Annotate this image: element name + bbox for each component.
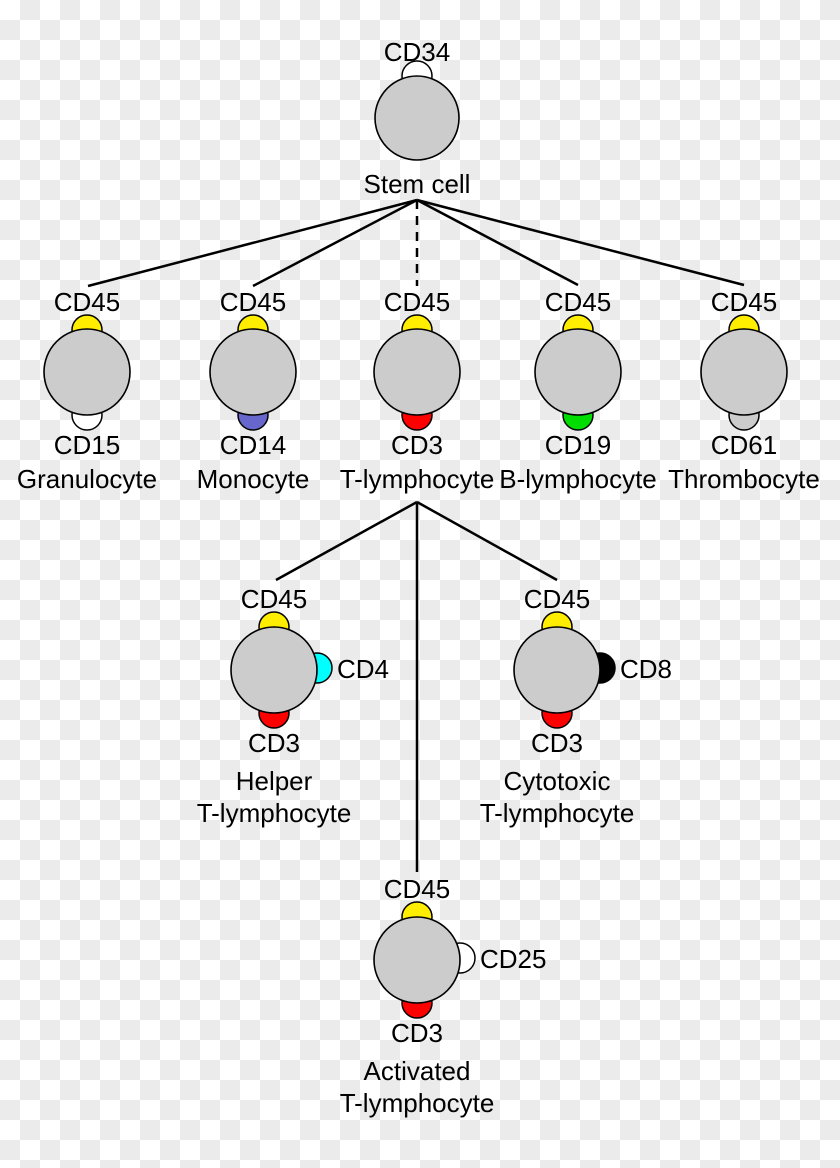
edges-level2 — [275, 500, 558, 872]
edge-stem-to-b-lymphocyte — [416, 198, 579, 287]
cytotoxic-t-lymphocyte-node: CD45 CD8 CD3 Cytotoxic T-lymphocyte — [480, 584, 672, 828]
t-lymphocyte-label: T-lymphocyte — [340, 464, 495, 494]
stem-cell-body — [374, 75, 460, 161]
cd15-label: CD15 — [54, 430, 120, 460]
cd3-label: CD3 — [391, 1018, 443, 1048]
helper-t-label-line2: T-lymphocyte — [197, 798, 352, 828]
helper-t-label-line1: Helper — [236, 766, 313, 796]
cd45-label: CD45 — [524, 584, 590, 614]
cytotoxic-t-body — [513, 626, 601, 714]
cd3-label: CD3 — [531, 728, 583, 758]
cd61-label: CD61 — [711, 430, 777, 460]
granulocyte-label: Granulocyte — [17, 464, 157, 494]
monocyte-node: CD45 CD14 Monocyte — [197, 287, 310, 494]
helper-t-body — [230, 626, 318, 714]
edges-level1 — [87, 198, 745, 288]
cytotoxic-t-label-line2: T-lymphocyte — [480, 798, 635, 828]
activated-t-body — [373, 916, 461, 1004]
b-lymphocyte-body — [534, 328, 622, 416]
cd45-label: CD45 — [241, 584, 307, 614]
cd14-label: CD14 — [220, 430, 286, 460]
cd45-label: CD45 — [220, 287, 286, 317]
stem-cell-label: Stem cell — [364, 169, 471, 199]
thrombocyte-node: CD45 CD61 Thrombocyte — [668, 287, 820, 494]
granulocyte-node: CD45 CD15 Granulocyte — [17, 287, 157, 494]
cd25-label: CD25 — [480, 944, 546, 974]
cd45-label: CD45 — [711, 287, 777, 317]
cd45-label: CD45 — [384, 287, 450, 317]
cd3-label: CD3 — [248, 728, 300, 758]
edge-stem-to-granulocyte — [87, 198, 418, 288]
stem-cell-node: CD34 Stem cell — [364, 37, 471, 199]
b-lymphocyte-node: CD45 CD19 B-lymphocyte — [499, 287, 657, 494]
b-lymphocyte-label: B-lymphocyte — [499, 464, 657, 494]
granulocyte-body — [43, 328, 131, 416]
cd3-label: CD3 — [391, 430, 443, 460]
cd45-label: CD45 — [545, 287, 611, 317]
cd4-label: CD4 — [337, 654, 389, 684]
t-lymphocyte-body — [373, 328, 461, 416]
cd8-label: CD8 — [620, 654, 672, 684]
thrombocyte-label: Thrombocyte — [668, 464, 820, 494]
cd19-label: CD19 — [545, 430, 611, 460]
t-lymphocyte-node: CD45 CD3 T-lymphocyte — [340, 287, 495, 494]
thrombocyte-body — [700, 328, 788, 416]
monocyte-body — [209, 328, 297, 416]
monocyte-label: Monocyte — [197, 464, 310, 494]
edge-stem-to-thrombocyte — [416, 198, 745, 287]
edge-t-to-helper — [275, 500, 418, 582]
edge-t-to-cytotoxic — [416, 500, 558, 582]
helper-t-lymphocyte-node: CD45 CD4 CD3 Helper T-lymphocyte — [197, 584, 389, 828]
activated-t-lymphocyte-node: CD45 CD25 CD3 Activated T-lymphocyte — [340, 874, 547, 1118]
activated-t-label-line2: T-lymphocyte — [340, 1088, 495, 1118]
cd45-label: CD45 — [384, 874, 450, 904]
cytotoxic-t-label-line1: Cytotoxic — [504, 766, 611, 796]
edge-stem-to-monocyte — [252, 198, 418, 288]
activated-t-label-line1: Activated — [364, 1056, 471, 1086]
cd45-label: CD45 — [54, 287, 120, 317]
